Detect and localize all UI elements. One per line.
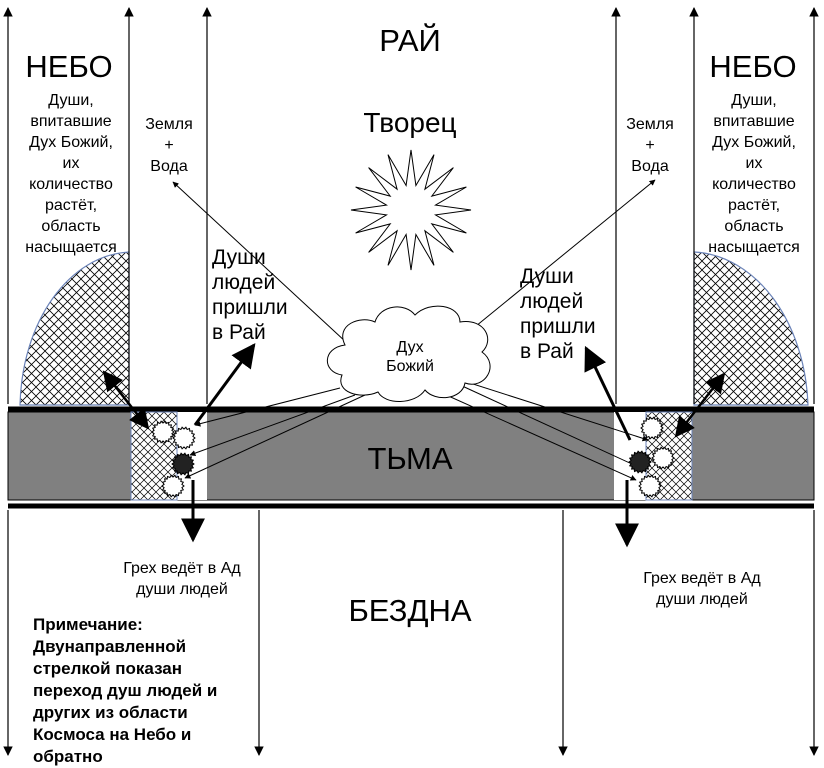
sinful-soul-icon xyxy=(628,450,652,474)
soul-icon xyxy=(640,416,664,440)
spirit-to-soul-arrow xyxy=(444,374,649,442)
sinful-soul-icon xyxy=(171,452,195,476)
earth-water-left-label: Земля + Вода xyxy=(145,116,193,175)
right-heaven-area xyxy=(693,251,809,406)
sin-right-label: Грех ведёт в Ад души людей xyxy=(643,570,761,608)
spirit-to-soul-arrow xyxy=(194,387,341,427)
spirit-to-soul-arrow xyxy=(184,394,366,479)
paradise-label: РАЙ xyxy=(379,23,441,58)
spirit-to-earth-left-arrow xyxy=(172,181,361,356)
souls-came-right-label: Души людей пришли в Рай xyxy=(520,265,596,363)
spirit-to-earth-right-arrow xyxy=(464,179,656,336)
bidirectional-arrow-right xyxy=(674,372,726,438)
darkness-label: ТЬМА xyxy=(367,441,453,476)
sky-right-label: НЕБО xyxy=(709,49,797,84)
earth-water-right-label: Земля + Вода xyxy=(626,116,674,175)
left-heaven-area xyxy=(19,251,130,406)
holy-spirit-cloud xyxy=(326,305,491,402)
sin-left-label: Грех ведёт в Ад души людей xyxy=(123,560,241,598)
soul-icon xyxy=(151,420,175,444)
souls-group xyxy=(151,416,675,498)
spirit-to-soul-arrow xyxy=(459,384,646,471)
soul-icon xyxy=(161,474,185,498)
souls-description-left: Души, впитавшие Дух Божий, их количество… xyxy=(25,92,117,256)
sky-left-label: НЕБО xyxy=(25,49,113,84)
spirit-to-soul-arrow xyxy=(434,389,637,481)
souls-to-paradise-left-arrow xyxy=(193,343,256,426)
spirit-to-soul-arrow xyxy=(189,394,356,456)
holy-spirit-label: Дух Божий xyxy=(386,339,434,375)
souls-to-paradise-right-arrow xyxy=(584,345,632,441)
souls-came-left-label: Души людей пришли в Рай xyxy=(212,246,288,344)
soul-icon xyxy=(651,446,675,470)
souls-description-right: Души, впитавшие Дух Божий, их количество… xyxy=(708,92,800,256)
soul-icon xyxy=(172,426,196,450)
soul-icon xyxy=(638,474,662,498)
creator-star-icon xyxy=(350,149,472,271)
creator-label: Творец xyxy=(363,107,457,138)
note-text: Примечание: Двунаправленной стрелкой пок… xyxy=(33,615,218,766)
bidirectional-arrow-left xyxy=(102,370,150,430)
abyss-label: БЕЗДНА xyxy=(348,593,472,628)
